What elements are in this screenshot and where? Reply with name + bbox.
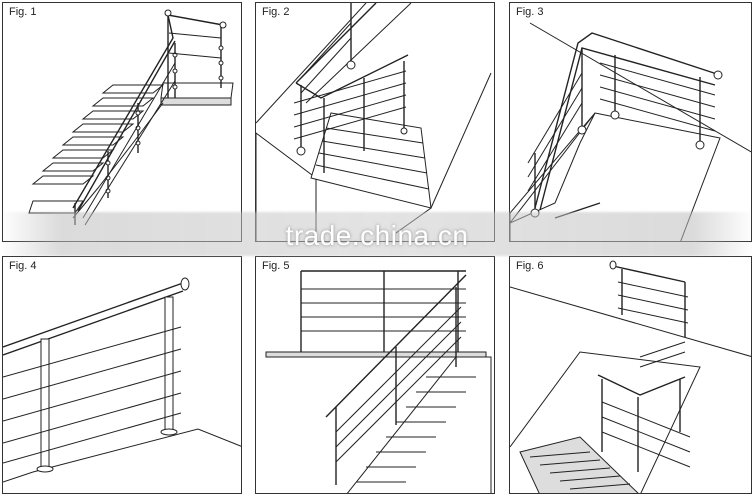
figure-1-label: Fig. 1 — [8, 6, 38, 18]
watermark-text: trade.china.cn — [285, 220, 469, 251]
figure-2-panel: Fig. 2 — [255, 2, 495, 242]
figure-2-label: Fig. 2 — [261, 6, 291, 18]
figure-6-stairwell-railing-drawing — [510, 260, 751, 493]
figure-6-label: Fig. 6 — [515, 260, 545, 272]
figure-6-panel: Fig. 6 — [509, 256, 752, 494]
railing-rods — [527, 62, 716, 192]
upper-railing-posts — [300, 271, 459, 352]
front-railing-rods — [293, 70, 407, 140]
deck-boards — [315, 127, 430, 190]
watermark-band — [0, 212, 754, 256]
figure-3-label: Fig. 3 — [515, 6, 545, 18]
figure-1-panel: Fig. 1 — [2, 2, 242, 242]
figure-5-stair-railing-drawing — [265, 270, 492, 493]
figure-4-label: Fig. 4 — [8, 260, 38, 272]
stair-steps — [28, 84, 165, 214]
figure-3-opening-railing-drawing — [510, 22, 751, 241]
railing-rods — [3, 326, 182, 464]
figure-5-panel: Fig. 5 — [255, 256, 495, 494]
stair-steps — [356, 376, 476, 483]
figure-1-staircase-drawing — [28, 9, 234, 226]
figure-4-panel: Fig. 4 — [2, 256, 242, 494]
railing-rods — [82, 32, 222, 226]
lower-stair-steps — [529, 451, 631, 490]
railing-posts — [36, 296, 178, 473]
figure-5-label: Fig. 5 — [261, 260, 291, 272]
stair-railing-rods — [335, 306, 462, 463]
figure-3-panel: Fig. 3 — [509, 2, 752, 242]
figure-2-landing-railing-drawing — [256, 3, 492, 241]
figure-4-wall-railing-drawing — [3, 277, 241, 483]
front-railing-posts — [296, 61, 408, 173]
